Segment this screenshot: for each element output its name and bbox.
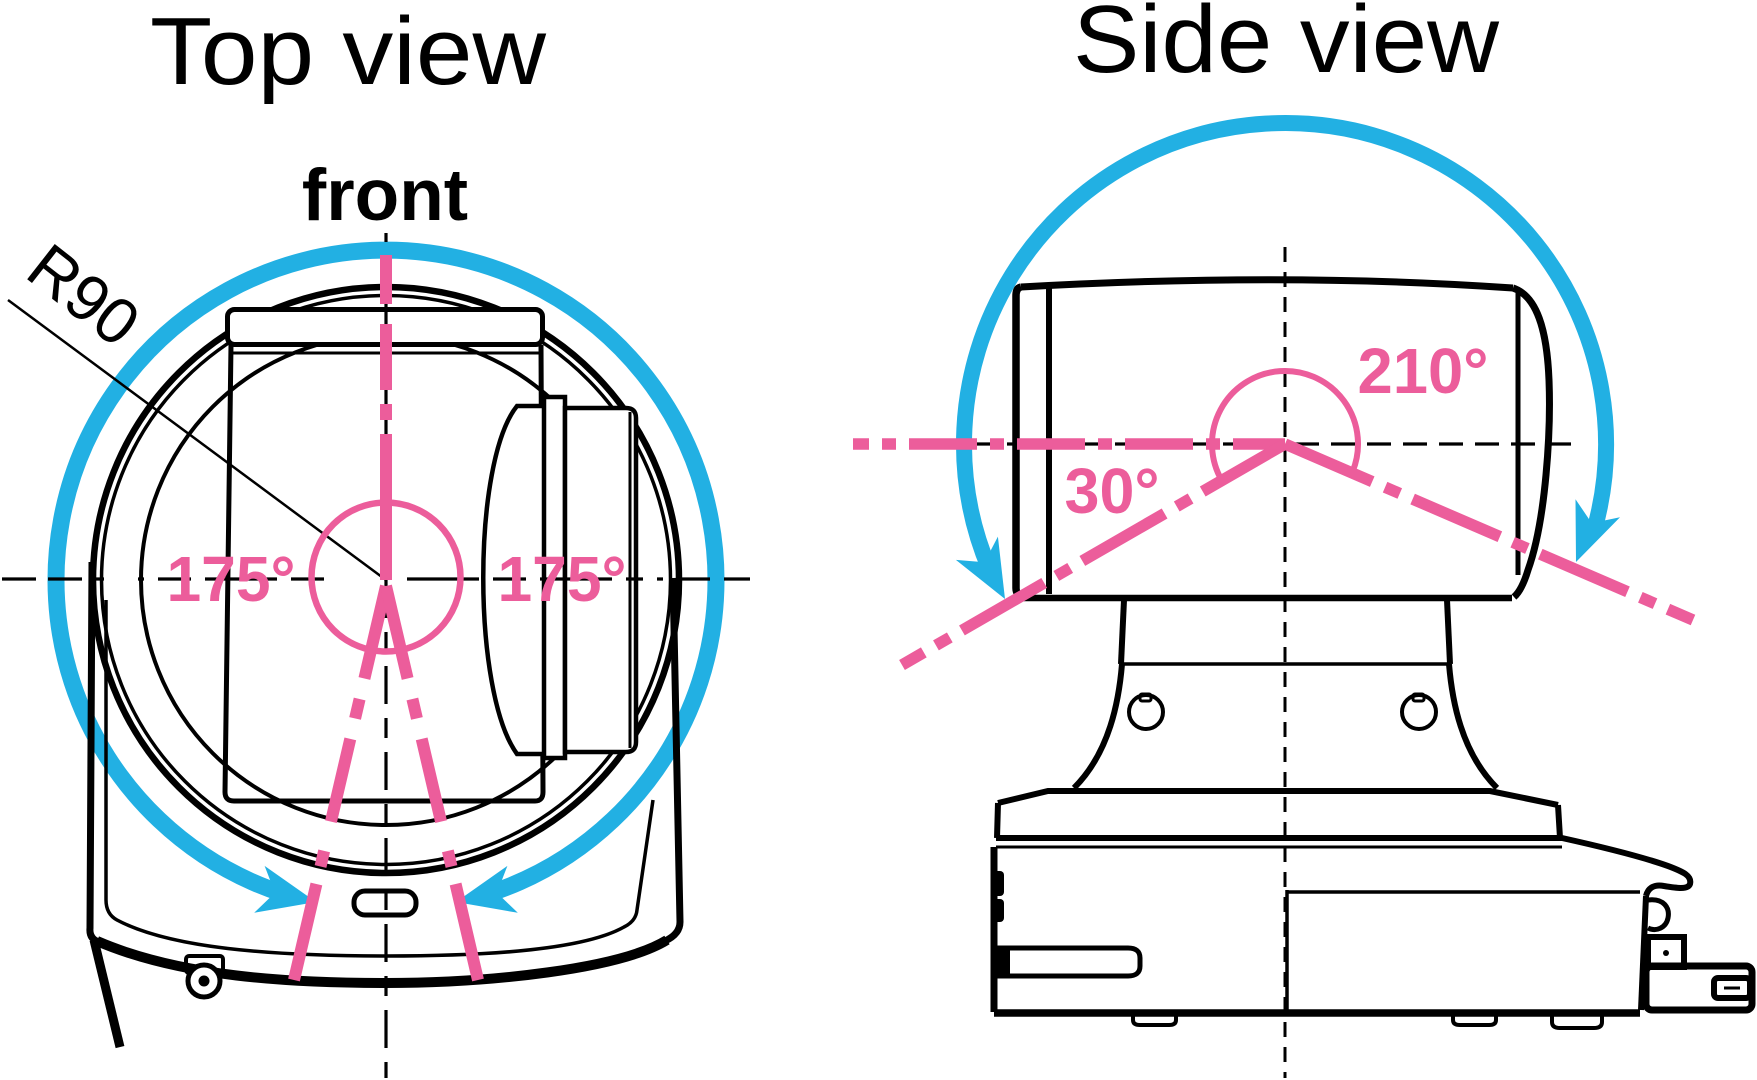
svg-text:front: front [302, 155, 468, 236]
svg-text:175°: 175° [498, 543, 627, 615]
svg-text:Side view: Side view [1073, 0, 1500, 93]
svg-text:210°: 210° [1358, 335, 1489, 407]
svg-text:175°: 175° [167, 543, 296, 615]
svg-text:30°: 30° [1065, 455, 1160, 527]
svg-text:Top view: Top view [150, 0, 547, 105]
